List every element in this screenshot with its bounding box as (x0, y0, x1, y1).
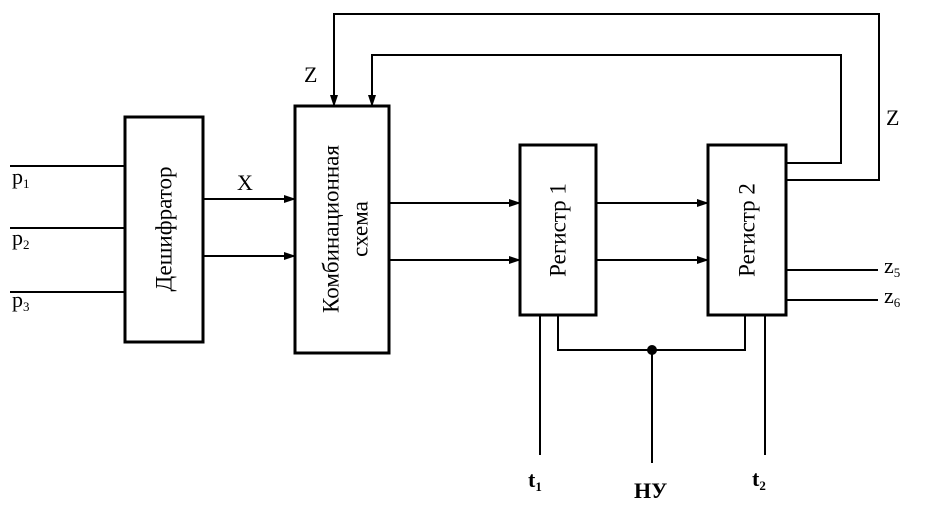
label-z6: z6 (884, 283, 901, 310)
feedback-loop-outer (330, 13, 880, 181)
register2-block (706, 143, 788, 317)
comb-label-line1: Комбинационная (319, 145, 344, 313)
label-z-right: Z (886, 105, 899, 130)
register2-label: Регистр 2 (735, 183, 760, 277)
label-nu: НУ (634, 478, 667, 503)
label-z-left: Z (304, 62, 317, 87)
label-z5: z5 (884, 253, 900, 280)
label-p2: p2 (12, 225, 30, 252)
label-x: X (237, 170, 253, 195)
label-p1: p1 (12, 164, 30, 191)
junction-dot (647, 345, 657, 355)
label-t2: t2 (752, 466, 766, 493)
label-t1: t1 (528, 467, 542, 494)
register1-block (518, 143, 598, 317)
label-p3: p3 (12, 287, 30, 314)
reset-bus (557, 315, 746, 351)
decoder-block (123, 115, 205, 344)
decoder-label: Дешифратор (152, 167, 177, 292)
comb-label-line2: схема (348, 201, 373, 257)
register1-label: Регистр 1 (546, 183, 571, 277)
combinational-block (293, 104, 391, 355)
feedback-loop-inner (368, 54, 842, 164)
